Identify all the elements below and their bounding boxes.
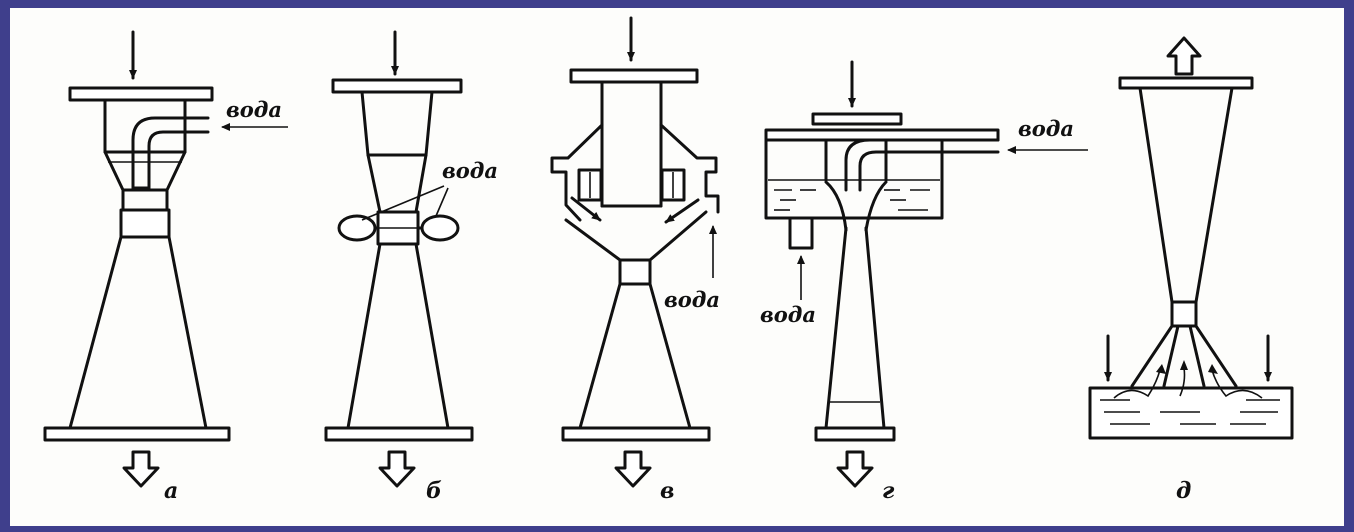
water-label-a: вода [226, 97, 282, 122]
water-label-c: вода [664, 287, 720, 312]
panel-g: вода вода г [760, 60, 1088, 504]
panel-c: вода в [550, 16, 720, 504]
panel-b: вода б [324, 30, 498, 504]
outlet-arrow-icon [122, 450, 160, 488]
water-label-b-text: вода [442, 158, 498, 183]
water-label-g-left: вода [760, 302, 816, 327]
outlet-arrow-icon [836, 450, 874, 488]
top-flange [68, 86, 214, 102]
panel-letter-b: б [426, 478, 442, 504]
water-label-g-right: вода [1018, 116, 1074, 141]
outlet-arrow-icon [614, 450, 652, 488]
panel-d: д [1088, 36, 1294, 504]
panel-letter-c: в [660, 478, 674, 504]
panel-letter-g: г [882, 478, 895, 504]
panel-letter-a: а [164, 478, 178, 504]
outlet-arrow-icon [378, 450, 416, 488]
outlet-up-arrow-icon [1166, 36, 1202, 76]
panel-a: вода а [43, 30, 288, 504]
panel-letter-d: д [1176, 478, 1191, 504]
